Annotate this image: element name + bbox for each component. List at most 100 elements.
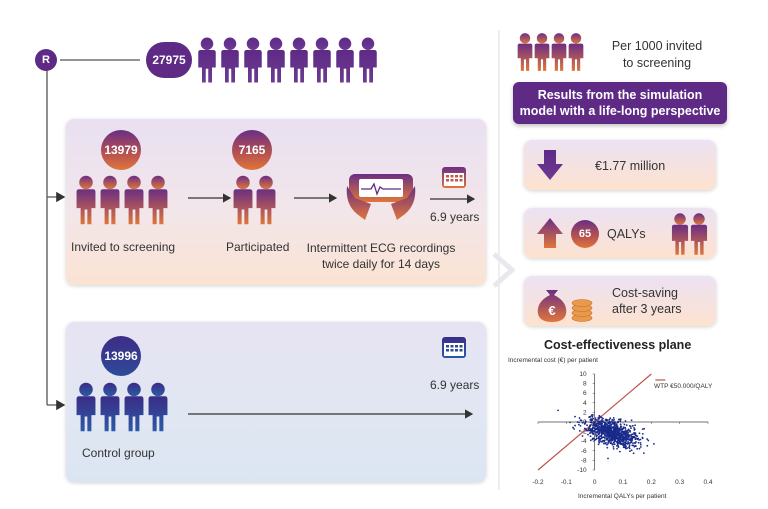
ce-point [609, 426, 612, 428]
arrow-to-participated [188, 193, 232, 203]
ecg-device-icon [346, 174, 416, 220]
ce-point [646, 438, 649, 441]
invited-count-badge: 13979 [101, 130, 141, 170]
ce-point [595, 418, 598, 421]
ce-point [603, 424, 606, 427]
calendar-icon [442, 167, 466, 188]
ce-point [635, 437, 638, 440]
ce-point [594, 433, 597, 435]
ce-point [629, 439, 632, 441]
ce-point [610, 434, 613, 436]
ce-point [629, 450, 631, 453]
ce-point [625, 439, 627, 442]
ce-point [591, 415, 594, 418]
ce-point [612, 417, 615, 419]
ce-point [612, 422, 615, 425]
ce-point [625, 434, 628, 437]
chart-xlabel: Incremental QALYs per patient [578, 493, 667, 500]
ce-point [622, 439, 625, 442]
ce-point [618, 439, 621, 442]
arrow-up-icon [537, 218, 563, 248]
y-tick-label: -6 [581, 448, 587, 455]
ce-point [627, 428, 630, 431]
ce-point [607, 433, 610, 436]
ce-point [595, 424, 598, 426]
ce-point [620, 425, 623, 428]
ce-point [625, 447, 627, 450]
ce-point [616, 447, 618, 450]
arrow-to-ecg [294, 193, 338, 203]
ce-point [630, 427, 632, 430]
ce-point [596, 431, 599, 434]
ce-point [579, 424, 582, 427]
ce-point [619, 418, 622, 421]
ce-point [622, 431, 624, 434]
ce-point [633, 426, 635, 429]
ce-point [609, 429, 612, 432]
ce-point [592, 437, 595, 440]
ce-point [626, 436, 628, 439]
ce-point [606, 434, 609, 437]
control-people-icon [76, 382, 168, 432]
ce-point [626, 442, 629, 445]
ce-point [615, 444, 618, 447]
ce-point [641, 432, 644, 435]
ce-point [604, 423, 607, 425]
ce-point [613, 443, 616, 446]
ce-point [627, 436, 630, 439]
y-tick-label: -8 [581, 457, 587, 464]
ce-point [612, 430, 615, 433]
qaly-label: QALYs [607, 227, 646, 241]
ce-point [605, 441, 607, 444]
cost-value: €1.77 million [595, 159, 666, 173]
ce-point [602, 417, 604, 420]
ce-point [600, 420, 602, 422]
ce-point [606, 438, 609, 441]
ce-point [591, 414, 594, 416]
control-count-badge: 13996 [101, 336, 141, 376]
qaly-count-badge: 65 [571, 220, 599, 248]
ce-point [613, 424, 616, 427]
ce-point [601, 430, 604, 433]
ce-point [594, 431, 597, 433]
ce-point [641, 428, 644, 431]
ce-point [619, 420, 622, 423]
randomization-badge: R [35, 49, 57, 71]
ce-point [633, 442, 636, 444]
participated-count-badge: 7165 [232, 130, 272, 170]
ce-point [643, 427, 646, 430]
ce-point [622, 426, 625, 429]
ce-point [617, 428, 620, 431]
ce-point [620, 436, 622, 439]
ce-point [598, 422, 601, 425]
ce-point [634, 432, 637, 435]
ce-point [636, 447, 639, 450]
ce-point [597, 420, 599, 423]
ce-point [584, 420, 587, 423]
ce-point [601, 436, 604, 439]
ce-point [629, 425, 632, 428]
ce-point [639, 446, 642, 448]
ce-point [615, 434, 617, 437]
ce-point [628, 429, 631, 432]
ce-point [601, 427, 603, 429]
ce-point [617, 438, 619, 441]
ce-point [639, 441, 642, 444]
y-tick-label: 6 [583, 390, 587, 397]
ce-point [574, 415, 576, 418]
ce-point [592, 424, 594, 427]
ce-point [591, 419, 594, 421]
ce-point [637, 441, 640, 444]
ce-point [639, 443, 642, 446]
ce-point [594, 427, 596, 430]
ce-point [624, 435, 627, 438]
wtp-label: WTP €50.000/QALY [654, 383, 713, 390]
ce-point [610, 420, 613, 423]
ce-point [619, 443, 622, 446]
ecg-label: Intermittent ECG recordings twice daily … [296, 240, 466, 272]
ce-point [611, 435, 614, 438]
ce-point [589, 439, 592, 442]
ce-point [587, 429, 590, 432]
ce-point [613, 418, 616, 421]
ce-point [631, 437, 634, 440]
